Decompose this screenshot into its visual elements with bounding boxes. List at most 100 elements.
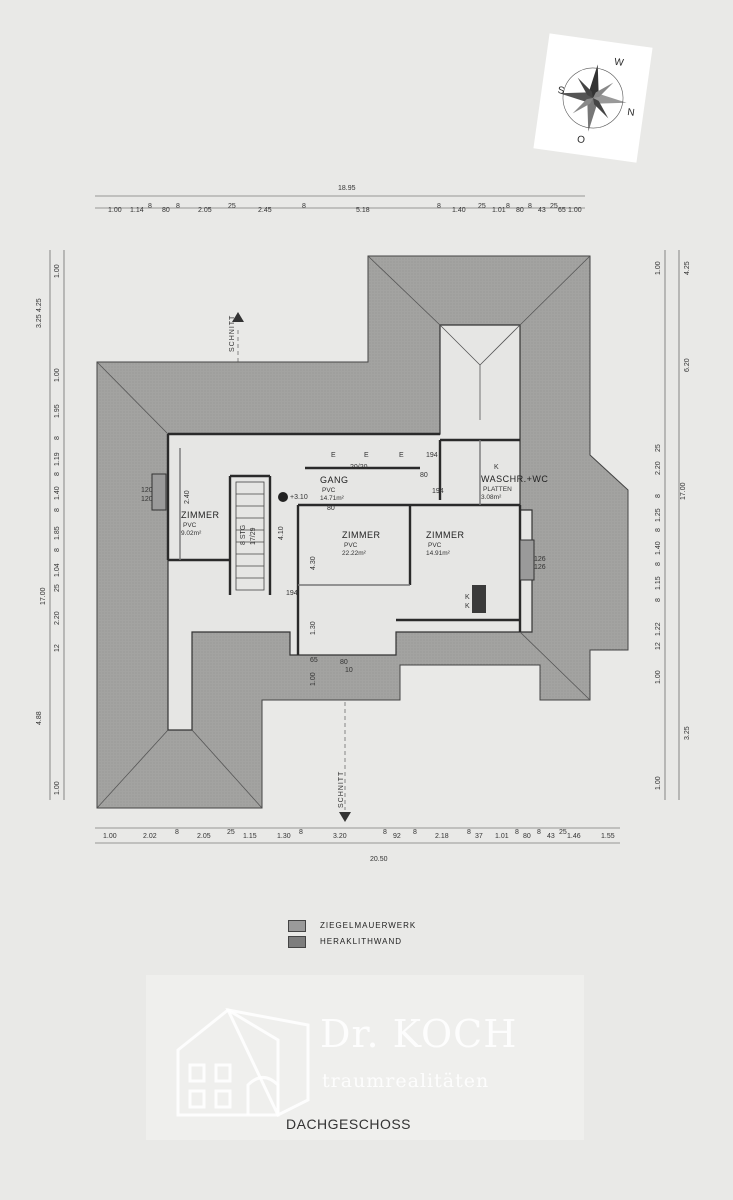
dim-label: 1.00 (108, 207, 122, 214)
brand-tagline: traumrealitäten (322, 1070, 490, 1092)
dim-label: 2.05 (198, 207, 212, 214)
inner-label: 20/20 (350, 464, 368, 471)
dim-label: 80 (523, 833, 531, 840)
inner-label: 2.40 (184, 490, 191, 504)
inner-label: 194 (286, 590, 298, 597)
inner-label: 80 (340, 659, 348, 666)
dim-label: 8 (54, 436, 61, 440)
section-label-bottom: SCHNITT (338, 770, 345, 808)
room-name: ZIMMER (342, 530, 381, 540)
dim-label: 8 (176, 203, 180, 210)
compass-star-icon (559, 64, 627, 132)
room-area: 22.22m² (342, 550, 366, 557)
dim-label: 1.00 (54, 368, 61, 382)
dim-label: 6.20 (684, 358, 691, 372)
inner-label: 10 (345, 667, 353, 674)
dim-label: 1.19 (54, 452, 61, 466)
room-name: ZIMMER (426, 530, 465, 540)
level-label: +3.10 (290, 494, 308, 501)
room-area: 14.71m² (320, 495, 344, 502)
inner-label: K (465, 603, 470, 610)
inner-label: 1.00 (310, 672, 317, 686)
dim-label: 1.95 (54, 404, 61, 418)
room-floor: PVC (183, 522, 197, 529)
dim-label: 1.00 (655, 776, 662, 790)
dim-label: 25 (54, 584, 61, 592)
stair-dim: 17/29 (250, 527, 257, 545)
dim-label: 3.25 (36, 314, 43, 328)
plan-title: DACHGESCHOSS (286, 1116, 412, 1132)
dim-label: 4.88 (36, 711, 43, 725)
dim-label: 1.22 (655, 622, 662, 636)
dim-label: 65 (558, 207, 566, 214)
inner-label: 126 (534, 564, 546, 571)
compass-rose: W S N O (533, 33, 653, 163)
watermark-panel (146, 975, 584, 1140)
chimney-east (519, 539, 535, 581)
attic-floor (167, 324, 533, 731)
dim-label: 1.00 (568, 207, 582, 214)
dim-label: 12 (655, 642, 662, 650)
dim-label: 5.18 (356, 207, 370, 214)
dim-label: 1.40 (54, 486, 61, 500)
dim-label: 8 (506, 203, 510, 210)
dim-total-top: 18.95 (338, 185, 356, 192)
dim-label: 8 (383, 829, 387, 836)
dim-label: 8 (299, 829, 303, 836)
dim-label: 8 (655, 494, 662, 498)
inner-label: K (494, 464, 499, 471)
dim-label: 2.20 (655, 461, 662, 475)
dim-label: 25 (559, 829, 567, 836)
dim-label: 8 (54, 472, 61, 476)
inner-label: 126 (534, 556, 546, 563)
dim-label: 43 (538, 207, 546, 214)
stair-label: 8 STG (240, 524, 247, 545)
house-logo-icon (176, 1007, 310, 1118)
dim-label: 2.05 (197, 833, 211, 840)
staircase (235, 481, 265, 591)
chimney-left (151, 473, 167, 511)
thin-walls (179, 440, 481, 586)
inner-label: E (399, 452, 404, 459)
dim-label: 1.00 (103, 833, 117, 840)
dim-label: 1.00 (54, 264, 61, 278)
dim-label: 2.02 (143, 833, 157, 840)
floor-plan (49, 195, 680, 844)
dim-label: 1.15 (655, 576, 662, 590)
dim-label: 25 (478, 203, 486, 210)
dim-label: 80 (162, 207, 170, 214)
room-floor: PVC (344, 542, 358, 549)
level-marker-icon (278, 492, 288, 502)
dim-label: 8 (655, 598, 662, 602)
dim-label: 8 (148, 203, 152, 210)
dim-label: 4.25 (36, 298, 43, 312)
room-area: 9.02m² (181, 530, 202, 537)
dim-total-bottom: 20.50 (370, 856, 388, 863)
dimension-lines (49, 195, 680, 844)
dim-label: 8 (413, 829, 417, 836)
dim-label: 2.45 (258, 207, 272, 214)
chimney-right (472, 585, 486, 613)
dim-label: 1.85 (54, 526, 61, 540)
dim-label: 80 (516, 207, 524, 214)
dim-label: 1.40 (452, 207, 466, 214)
dim-label: 1.01 (492, 207, 506, 214)
dim-label: 8 (655, 562, 662, 566)
dim-label: 25 (227, 829, 235, 836)
dim-label: 25 (655, 444, 662, 452)
dim-label: 8 (54, 508, 61, 512)
dim-label: 25 (228, 203, 236, 210)
legend-swatch-heraklith (288, 936, 306, 948)
room-floor: PVC (322, 487, 336, 494)
dim-label: 1.01 (495, 833, 509, 840)
dim-label: 8 (537, 829, 541, 836)
brand-name: Dr. KOCH (320, 1012, 518, 1056)
room-name: WASCHR.+WC (481, 474, 549, 484)
dim-label: 2.20 (54, 611, 61, 625)
inner-label: 120 (141, 487, 153, 494)
room-area: 3.08m² (481, 494, 502, 501)
inner-label: 4.10 (278, 526, 285, 540)
room-floor: PLATTEN (483, 486, 512, 493)
dim-label: 8 (54, 548, 61, 552)
roof-hip-lines (96, 255, 591, 809)
